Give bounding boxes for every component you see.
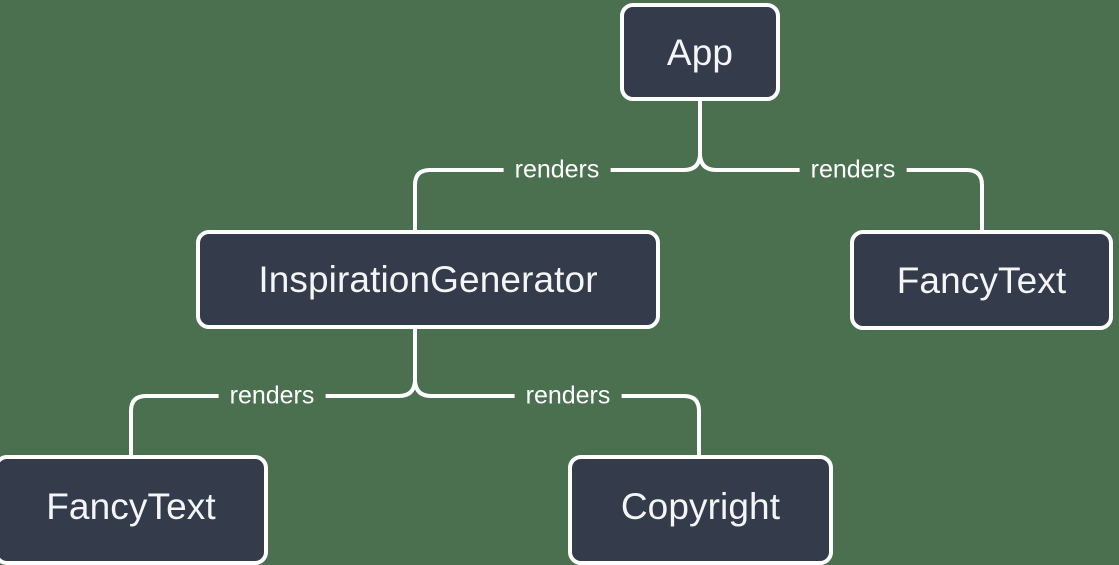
edge-inspgen-to-copyright <box>413 380 701 456</box>
node-inspiration-generator-label: InspirationGenerator <box>258 259 598 300</box>
edge-label-app-to-inspiration-generator: renders <box>503 157 611 183</box>
node-fancy-text-right-label: FancyText <box>896 259 1067 301</box>
node-fancy-text-left-label: FancyText <box>46 485 216 527</box>
node-copyright[interactable]: Copyright <box>568 455 833 565</box>
node-fancy-text-right[interactable]: FancyText <box>850 230 1113 330</box>
edge-app-to-inspgen <box>413 154 702 231</box>
node-copyright-label: Copyright <box>620 485 781 527</box>
edge-app-to-fancy-right <box>698 154 984 231</box>
edge-label-app-to-fancy-text: renders <box>799 157 907 183</box>
node-inspiration-generator[interactable]: InspirationGenerator <box>196 230 660 329</box>
edge-label-inspiration-generator-to-copyright: renders <box>514 383 622 409</box>
edge-inspgen-to-fancy-left <box>129 380 417 456</box>
node-app[interactable]: App <box>620 3 780 101</box>
edge-label-inspiration-generator-to-fancy-text: renders <box>218 383 326 409</box>
node-app-label: App <box>666 31 734 73</box>
node-fancy-text-left[interactable]: FancyText <box>0 455 268 565</box>
